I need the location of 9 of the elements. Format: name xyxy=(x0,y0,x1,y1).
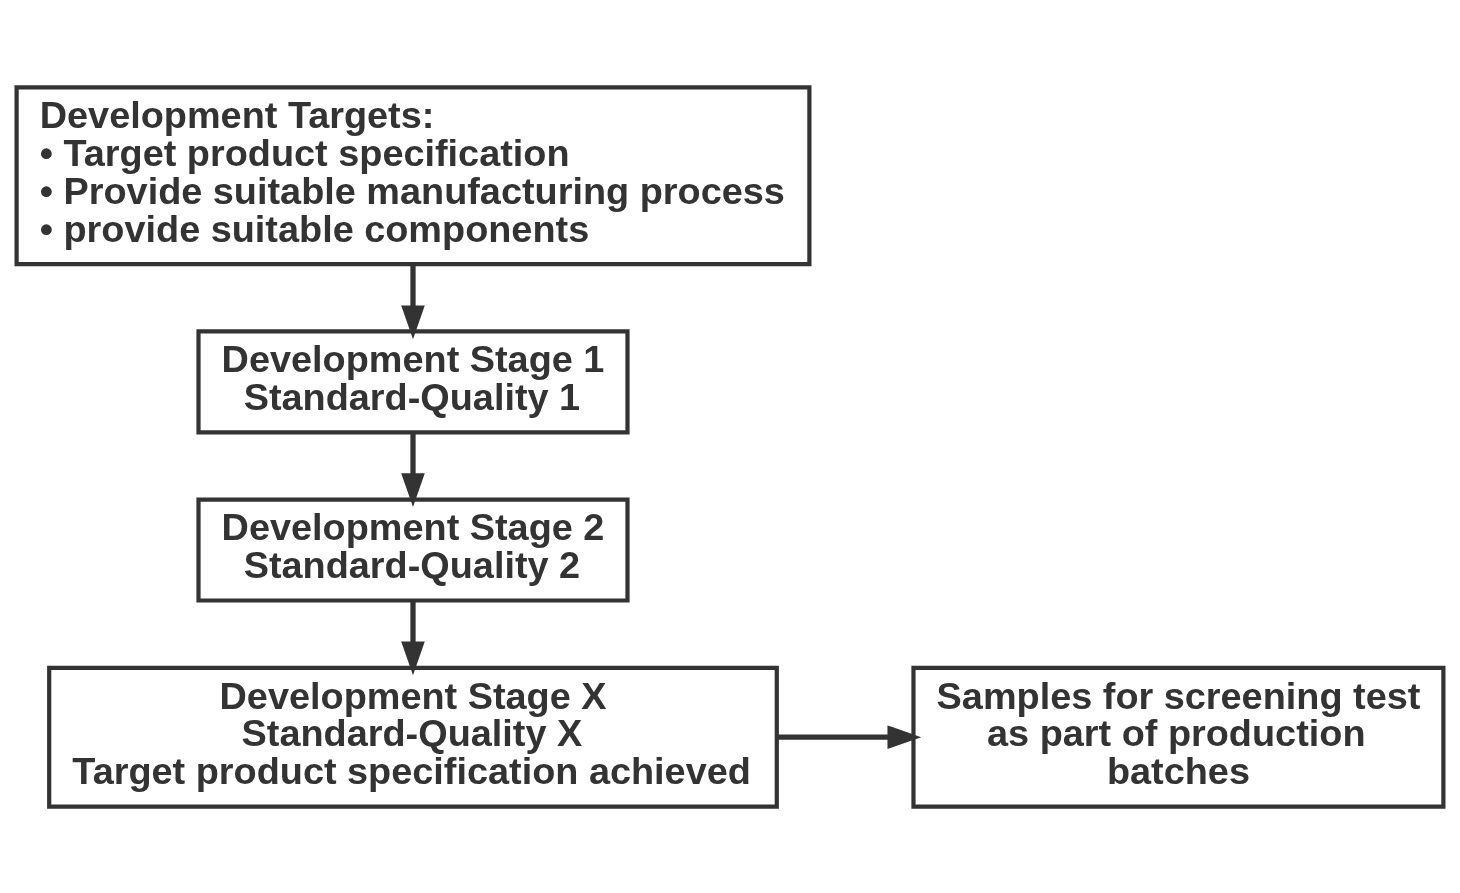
node-box: Development Stage 2 Standard-Quality 2 xyxy=(196,496,630,603)
node-box: Development Stage 1 Standard-Quality 1 xyxy=(196,328,630,434)
arrow xyxy=(777,724,922,749)
node-box: Development Targets: • Target product specification • Provide suitable manufacturing process • provide suitable components xyxy=(14,84,812,266)
arrow xyxy=(401,431,425,507)
arrow xyxy=(401,600,425,675)
node-box: Samples for screening test as part of production batches xyxy=(911,665,1446,809)
arrow xyxy=(401,263,425,339)
node-box: Development Stage X Standard-Quality X Target product specification achieved xyxy=(47,665,779,809)
